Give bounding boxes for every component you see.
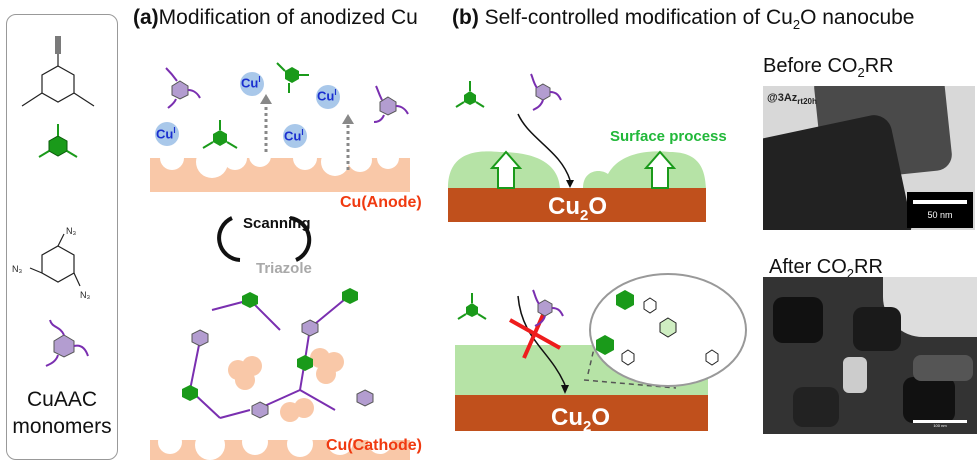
cathode-pits (158, 429, 392, 460)
panel-a-title: (a)Modification of anodized Cu (133, 6, 418, 30)
network-purple-hexagons (191, 319, 374, 419)
triethynylbenzene-structure (21, 36, 95, 107)
diffusion-arrow (517, 295, 566, 386)
scale-bar-box: 50 nm (907, 192, 973, 228)
scanning-arrow-icon (217, 216, 241, 262)
scale-bar-box: 100 nm (913, 420, 973, 430)
cu-ion-label: CuI (284, 128, 304, 144)
green-monomer-icon (457, 293, 487, 320)
purple-monomer-icon (165, 67, 201, 109)
panel-b-title: (b) Self-controlled modification of Cu2O… (452, 6, 915, 32)
tem-after-image: 100 nm (763, 277, 977, 434)
panel-b-tag: (b) (452, 6, 479, 29)
label-cuaac: CuAAC (26, 388, 98, 411)
tem-after-title: After CO2RR (769, 256, 883, 281)
diffusion-arrow (517, 113, 571, 181)
cu-ion-label: CuI (241, 75, 261, 91)
cu-ion (283, 124, 307, 148)
monomer-panel-label: CuAAC monomers (6, 386, 118, 440)
panel-b-diagram (448, 73, 747, 431)
cu2o-label-top: Cu2O (548, 193, 608, 224)
scanning-label: Scanning (243, 215, 311, 232)
cu-ion (155, 122, 179, 146)
n3-label: N₃ (66, 226, 76, 236)
label-monomers: monomers (12, 415, 112, 438)
cathode-label: Cu(Cathode) (326, 437, 422, 454)
inset-green-hexagons (596, 290, 634, 355)
triazole-label: Triazole (256, 260, 312, 277)
anode-label: Cu(Anode) (340, 194, 422, 211)
scale-bar-label: 50 nm (927, 210, 953, 220)
monomer-panel (6, 14, 118, 460)
network-green-hexagons (182, 288, 358, 401)
cu-ion (316, 85, 340, 109)
purple-monomer-icon (530, 73, 562, 111)
tris-azidomethylbenzene-structure (29, 233, 81, 287)
surface-process-label: Surface process (610, 128, 727, 145)
green-hexagon-alkyne-icon (38, 124, 78, 158)
panel-a-diagram (150, 62, 410, 460)
growth-arrow-icon (643, 150, 677, 189)
purple-monomer-icon (532, 289, 564, 327)
n3-label: N₃ (12, 264, 22, 274)
surface-layer-right (583, 151, 706, 188)
growth-arrow-icon (489, 150, 523, 189)
purple-monomer-icon (373, 85, 409, 123)
cu-ion-label: CuI (156, 126, 176, 142)
scale-bar (913, 200, 967, 204)
panel-a-tag: (a) (133, 6, 159, 29)
polymer-network (189, 294, 351, 419)
panel-b-title-text: O nanocube (800, 6, 915, 29)
cu2o-substrate-bottom (455, 395, 708, 431)
tem-before-image: @3Azrt20h 50 nm (763, 86, 975, 230)
cu-ion-label: CuI (317, 88, 337, 104)
scanning-arrow-icon (289, 216, 312, 262)
tem-before-title: Before CO2RR (763, 55, 894, 80)
cu2o-label-bottom: Cu2O (551, 404, 611, 435)
green-monomer-icon (202, 120, 238, 149)
purple-hexagon-azide-icon (45, 319, 89, 367)
inset-structure (621, 297, 719, 366)
n3-label: N₃ (80, 290, 90, 300)
cu2o-substrate-top (448, 188, 706, 222)
subscript: 2 (792, 17, 801, 33)
monomer-structures: N₃ N₃ N₃ (12, 36, 95, 367)
sample-label: @3Azrt20h (767, 92, 817, 107)
green-monomer-icon (276, 62, 309, 93)
scale-bar-label: 100 nm (933, 423, 947, 428)
cu-ion (240, 72, 264, 96)
green-monomer-icon (455, 81, 485, 108)
scale-bar (913, 420, 967, 423)
panel-b-title-text: Self-controlled modification of Cu (484, 6, 793, 29)
panel-a-title-text: Modification of anodized Cu (158, 6, 418, 29)
copper-nanoclusters (228, 348, 344, 422)
